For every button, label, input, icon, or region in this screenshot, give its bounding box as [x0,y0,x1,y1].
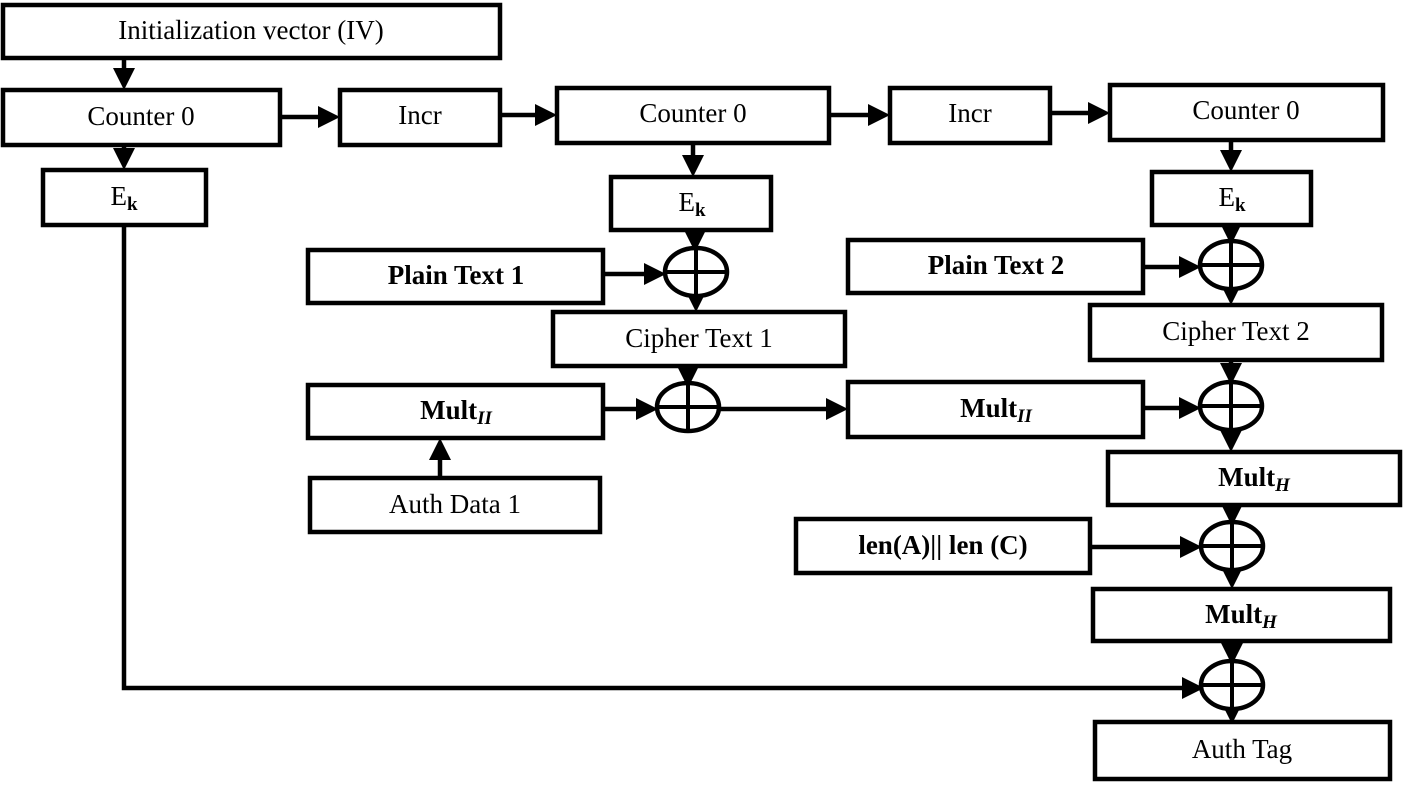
label-ek-b-sub: k [695,200,706,221]
label-plain-text-2: Plain Text 2 [928,250,1065,280]
xor-gates-layer [654,238,1266,712]
node-mult-ii-2[interactable]: MultII [845,379,1146,440]
label-mult-ii-2: MultII [960,393,1032,427]
arrowhead-plaintext2-to-xor2 [1179,256,1201,278]
label-ek-c-main: E [1218,182,1235,212]
arrowhead-ekb-to-xor1 [684,230,706,252]
label-mult-h-2-sub: H [1261,612,1278,633]
node-mult-h-1[interactable]: MultH [1105,449,1403,508]
label-plain-text-1: Plain Text 1 [388,260,525,290]
node-mult-h-2[interactable]: MultH [1090,586,1393,644]
label-ek-a: Ek [110,181,138,215]
node-ek-a[interactable]: Ek [40,167,209,228]
arrowhead-counter0b-to-ekb [682,155,704,177]
arrowhead-counter0a-to-incr1 [318,106,340,128]
node-ek-c[interactable]: Ek [1149,169,1314,228]
label-ek-c-sub: k [1235,195,1246,216]
label-cipher-text-1: Cipher Text 1 [625,323,773,353]
arrowhead-multh1-to-xor5 [1221,504,1243,526]
label-ek-c: Ek [1218,182,1246,216]
label-ek-a-main: E [110,181,127,211]
label-mult-ii-2-sub: II [1016,406,1032,427]
label-incr-2: Incr [948,98,991,128]
label-mult-h-2-main: Mult [1205,599,1262,629]
arrowhead-ciphertext2-to-xor4 [1220,363,1242,385]
label-mult-ii-1-sub: II [476,408,492,429]
label-counter0-a: Counter 0 [87,101,194,131]
node-initialization-vector[interactable]: Initialization vector (IV) [0,2,503,61]
label-ek-a-sub: k [127,194,138,215]
arrowhead-xor4-to-multh1 [1220,430,1242,452]
arrowhead-incr2-to-counter0c [1088,102,1110,124]
label-mult-h-1-main: Mult [1218,462,1275,492]
arrowhead-multii1-to-xor3 [636,398,658,420]
xor-gate-ek-b-plaintext1 [662,245,730,299]
arrowhead-counter0b-to-incr2 [868,104,890,126]
arrowhead-plaintext1-to-xor1 [644,263,666,285]
label-mult-h-2: MultH [1205,599,1278,633]
node-auth-tag[interactable]: Auth Tag [1092,719,1393,782]
label-ek-b-main: E [678,187,695,217]
label-ek-b: Ek [678,187,706,221]
arrowhead-multii2-to-xor4 [1179,397,1201,419]
label-mult-h-1-sub: H [1274,475,1291,496]
label-counter0-b: Counter 0 [639,98,746,128]
label-mult-ii-2-main: Mult [960,393,1017,423]
arrowhead-iv-to-counter0a [113,68,135,90]
label-counter0-c: Counter 0 [1192,95,1299,125]
label-auth-tag: Auth Tag [1192,734,1292,764]
arrowhead-multh2-to-xor6 [1221,643,1243,665]
arrowhead-xor3-to-multii2 [826,398,848,420]
wire-eka-to-xor6-feedback [121,225,1186,691]
xor-gate-ciphertext2-multii [1197,379,1265,433]
xor-gate-multh2-eka [1198,658,1266,712]
node-counter0-b[interactable]: Counter 0 [554,85,832,146]
wires-layer [113,58,1243,724]
node-len-a-len-c[interactable]: len(A)|| len (C) [793,516,1093,576]
label-initialization-vector: Initialization vector (IV) [118,15,383,45]
node-counter0-a[interactable]: Counter 0 [0,87,283,148]
arrowhead-ciphertext1-to-xor3 [677,366,699,388]
arrowhead-xor5-to-multh2 [1221,567,1243,589]
node-counter0-c[interactable]: Counter 0 [1107,82,1386,143]
node-cipher-text-1[interactable]: Cipher Text 1 [550,309,848,369]
label-incr-1: Incr [398,100,441,130]
arrowhead-counter0c-to-ekc [1220,150,1242,172]
arrowhead-ekc-to-xor2 [1220,223,1242,245]
arrowhead-lenac-to-xor5 [1180,536,1202,558]
xor-gate-ek-c-plaintext2 [1197,238,1265,292]
label-mult-ii-1-main: Mult [420,395,477,425]
arrowhead-incr1-to-counter0b [535,104,557,126]
node-incr-1[interactable]: Incr [337,87,503,148]
xor-gate-multh1-lenac [1198,519,1266,573]
node-cipher-text-2[interactable]: Cipher Text 2 [1087,302,1385,363]
node-plain-text-2[interactable]: Plain Text 2 [845,237,1146,296]
node-ek-b[interactable]: Ek [608,174,774,233]
arrowhead-eka-to-xor6 [1182,677,1204,699]
label-mult-ii-1: MultII [420,395,492,429]
label-cipher-text-2: Cipher Text 2 [1162,316,1310,346]
arrowhead-authdata1-to-multii1 [429,438,451,460]
label-mult-h-1: MultH [1218,462,1291,496]
arrowhead-counter0a-to-eka [113,148,135,170]
xor-gate-ciphertext1-multii [654,380,722,434]
node-incr-2[interactable]: Incr [887,85,1053,146]
label-auth-data-1: Auth Data 1 [389,489,521,519]
node-mult-ii-1[interactable]: MultII [305,382,606,441]
node-auth-data-1[interactable]: Auth Data 1 [307,475,603,535]
node-plain-text-1[interactable]: Plain Text 1 [305,247,606,306]
label-len-a-len-c: len(A)|| len (C) [858,530,1027,560]
